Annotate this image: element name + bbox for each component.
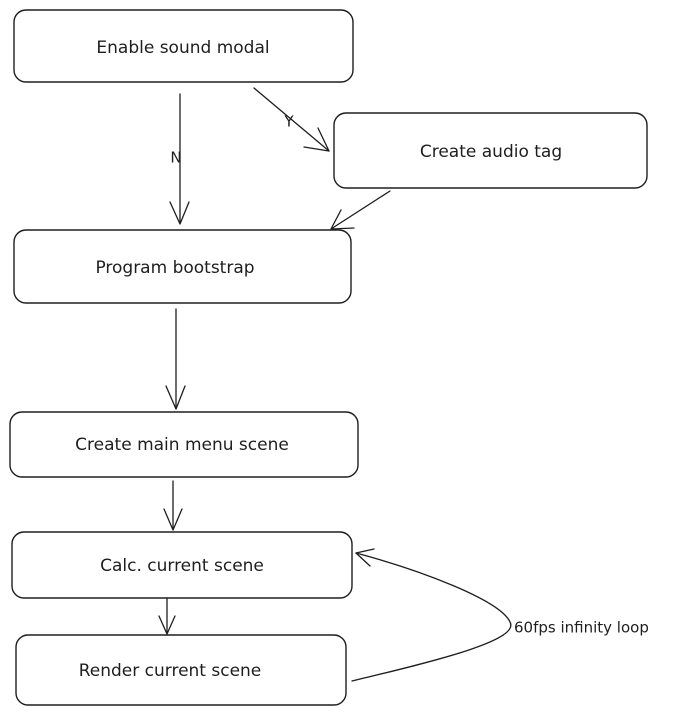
edge-render-to-calc-loop-curve — [351, 552, 512, 682]
node-create-audio-tag[interactable]: Create audio tag — [333, 112, 648, 189]
node-calc-current-scene-box — [11, 531, 353, 599]
edge-label-yes: Y — [283, 113, 294, 131]
edge-label-no: N — [170, 149, 181, 167]
edge-modal-to-audio-arrowhead — [303, 127, 330, 152]
edge-main-menu-to-calc-arrowhead — [163, 508, 183, 531]
node-render-current-scene-label: Render current scene — [79, 661, 262, 681]
edge-render-to-calc-loop: 60fps infinity loop — [351, 548, 649, 682]
edge-bootstrap-to-main-menu-arrowhead — [165, 385, 186, 410]
edge-render-to-calc-loop-arrowhead — [355, 548, 375, 567]
node-create-main-menu-scene-label: Create main menu scene — [75, 435, 289, 455]
node-create-audio-tag-box — [333, 112, 648, 189]
node-create-main-menu-scene-box — [9, 411, 359, 478]
edge-modal-to-bootstrap-arrowhead — [169, 201, 190, 225]
node-render-current-scene-box — [15, 634, 347, 706]
edge-modal-to-audio-line — [253, 87, 330, 152]
edge-main-menu-to-calc — [163, 480, 183, 531]
edge-bootstrap-to-main-menu — [165, 308, 186, 410]
node-program-bootstrap-label: Program bootstrap — [95, 258, 254, 278]
node-program-bootstrap-box — [13, 229, 352, 304]
edge-label-loop: 60fps infinity loop — [514, 619, 649, 637]
node-create-main-menu-scene[interactable]: Create main menu scene — [9, 411, 359, 478]
node-enable-sound-modal-label: Enable sound modal — [96, 38, 269, 58]
edge-calc-to-render — [158, 597, 176, 635]
edge-audio-to-bootstrap — [330, 190, 391, 230]
edge-audio-to-bootstrap-arrowhead — [330, 209, 355, 230]
node-create-audio-tag-label: Create audio tag — [420, 142, 562, 162]
node-enable-sound-modal-box — [13, 9, 354, 83]
node-render-current-scene[interactable]: Render current scene — [15, 634, 347, 706]
node-program-bootstrap[interactable]: Program bootstrap — [13, 229, 352, 304]
edge-calc-to-render-arrowhead — [158, 615, 176, 635]
node-calc-current-scene-label: Calc. current scene — [100, 556, 264, 576]
edge-modal-to-bootstrap-no: N — [169, 93, 190, 225]
edge-modal-to-audio-yes: Y — [253, 87, 330, 152]
node-enable-sound-modal[interactable]: Enable sound modal — [13, 9, 354, 83]
node-calc-current-scene[interactable]: Calc. current scene — [11, 531, 353, 599]
edge-audio-to-bootstrap-line — [330, 190, 391, 230]
